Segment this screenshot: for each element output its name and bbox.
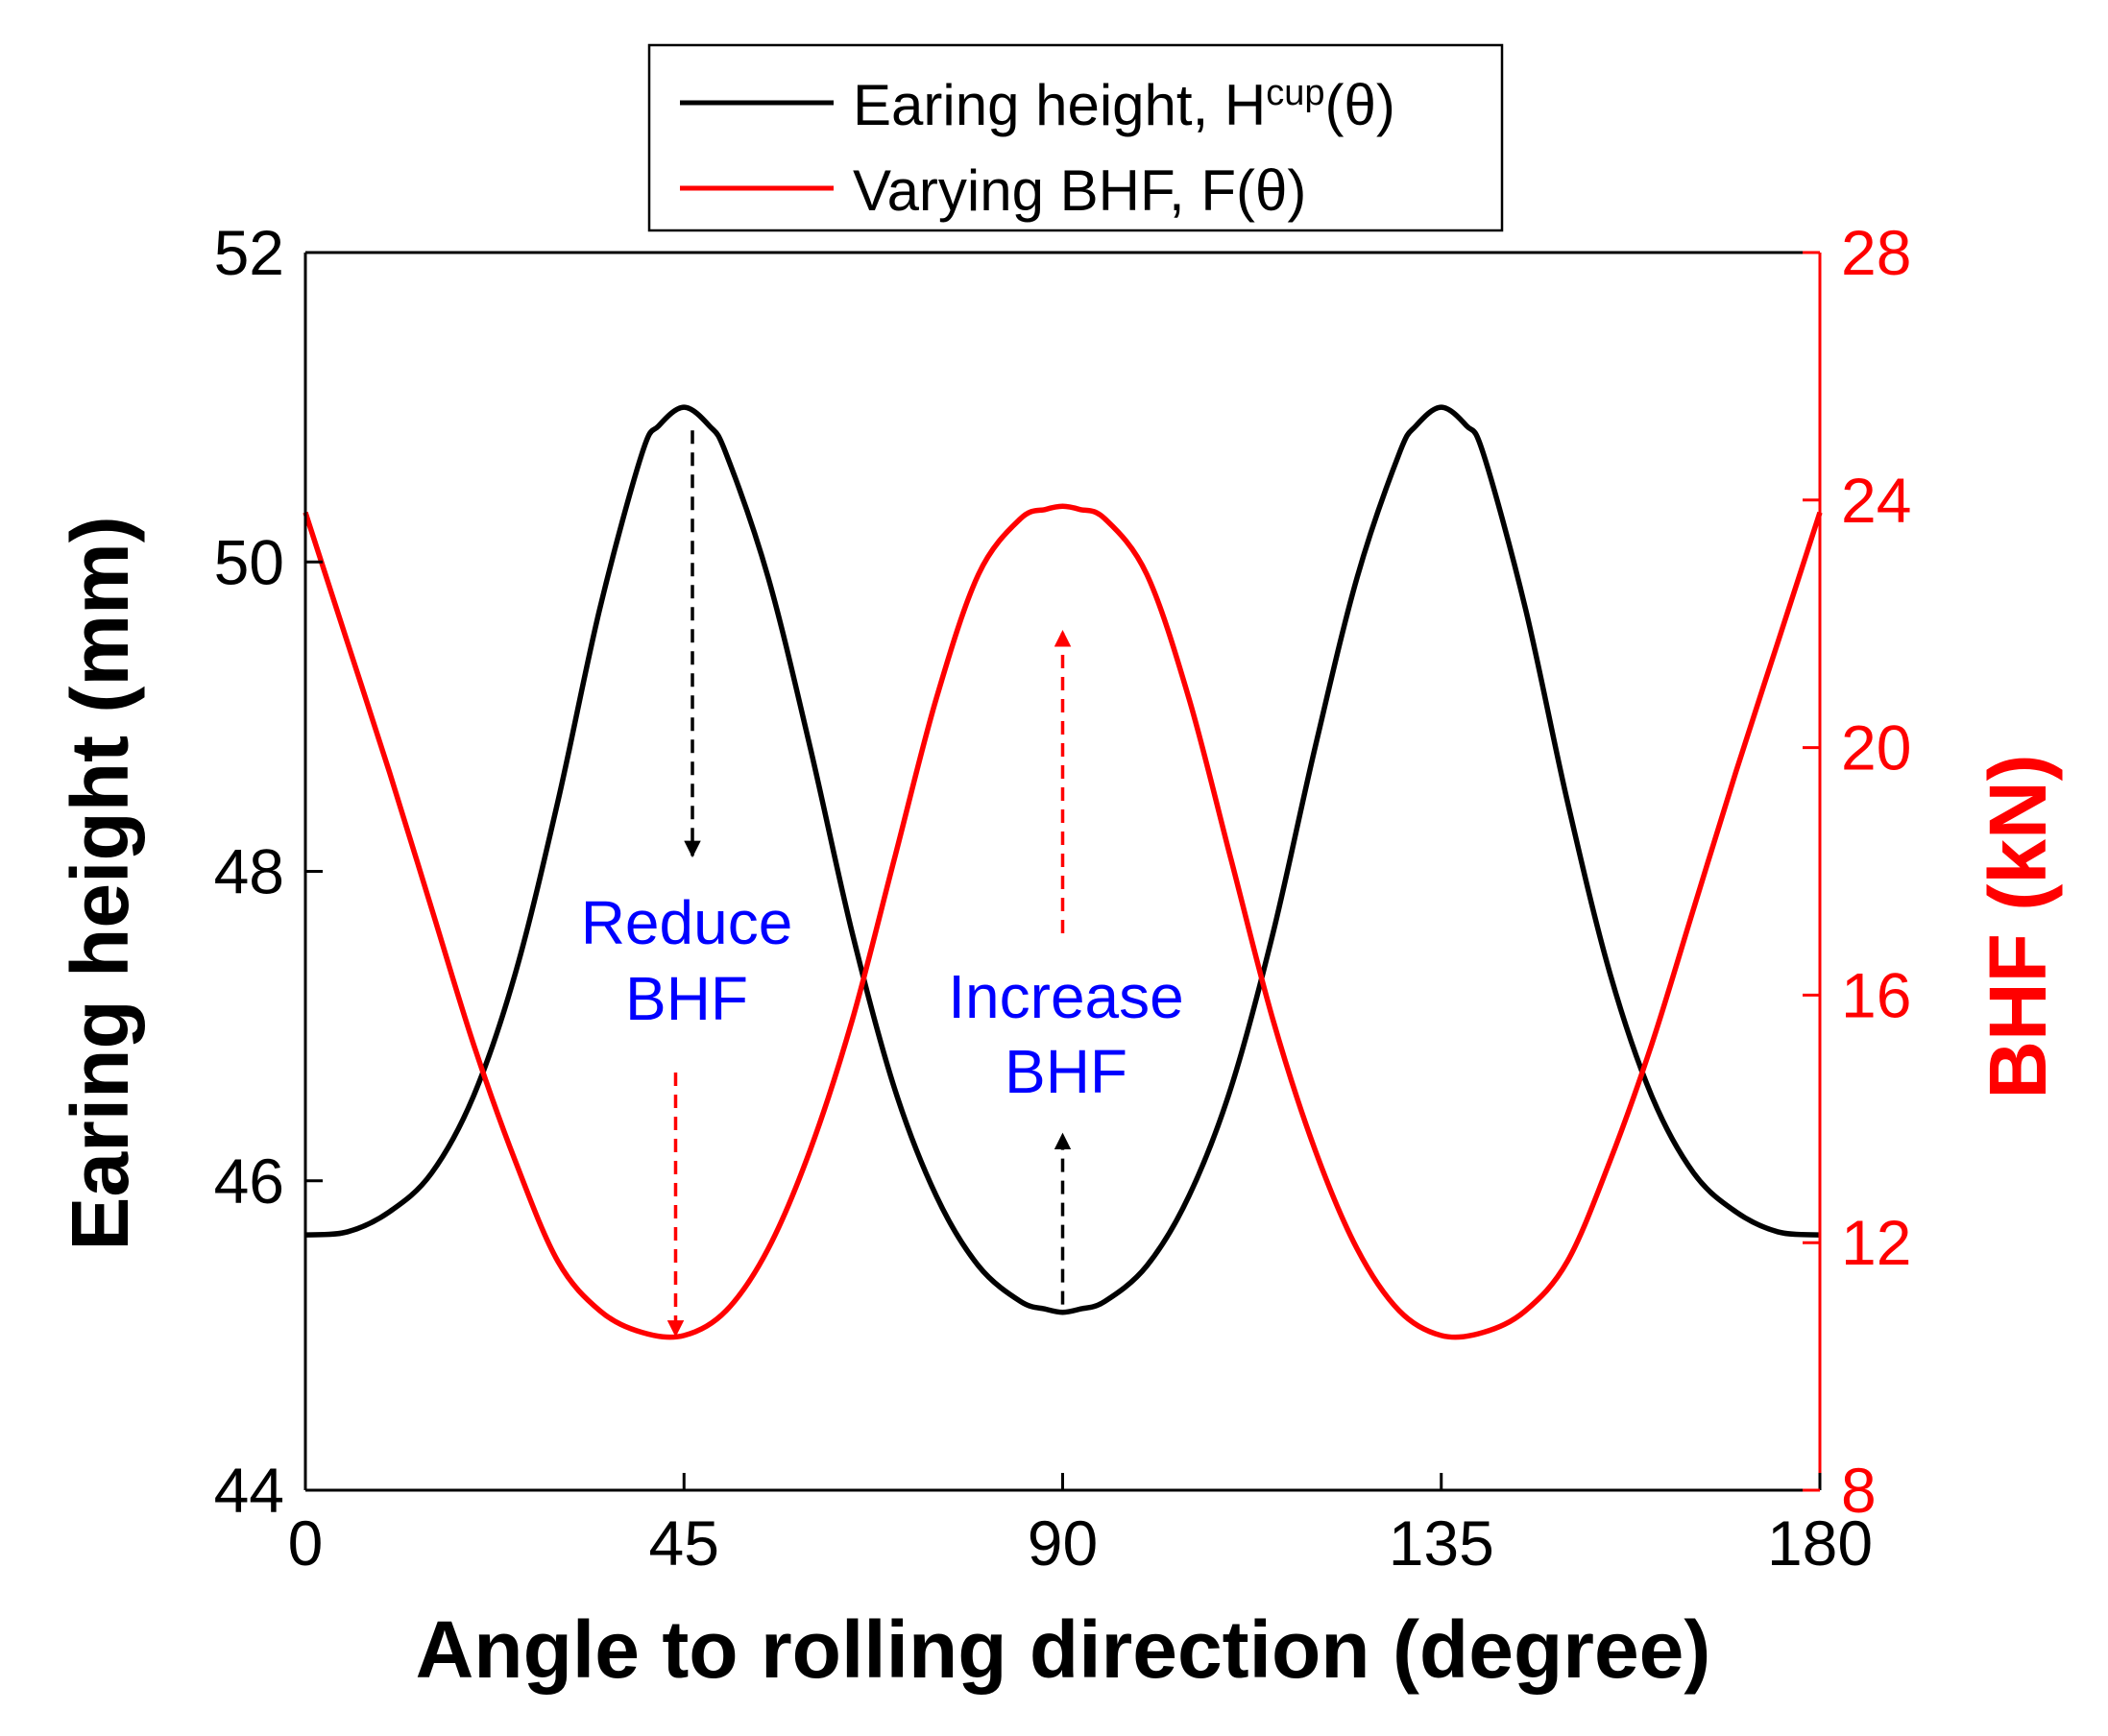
series-line-varying-bhf	[303, 503, 1823, 1340]
x-axis-title: Angle to rolling direction (degree)	[416, 1604, 1711, 1695]
y-left-tick-label: 52	[214, 217, 284, 288]
annotation-reduce-line2: BHF	[625, 964, 748, 1033]
x-tick-label: 135	[1389, 1507, 1494, 1579]
annotation-reduce-line1: Reduce	[581, 888, 793, 957]
y-axis-title-right: BHF (kN)	[1973, 754, 2063, 1098]
y-left-tick-label: 46	[214, 1145, 284, 1217]
y-left-tick-label: 50	[214, 526, 284, 597]
y-right-tick-label: 28	[1841, 217, 1911, 288]
x-tick-label: 90	[1028, 1507, 1098, 1579]
y-right-tick-label: 8	[1841, 1455, 1877, 1526]
annotation-increase-line1: Increase	[948, 962, 1183, 1031]
x-tick-label: 180	[1767, 1507, 1873, 1579]
annotation-increase-line2: BHF	[1005, 1037, 1127, 1106]
y-right-tick-label: 24	[1841, 465, 1911, 536]
y-left-tick-label: 48	[214, 836, 284, 907]
legend: Earing height, Hcup(θ) Varying BHF, F(θ)	[647, 43, 1504, 232]
y-right-tick-label: 20	[1841, 712, 1911, 784]
legend-label-earing-height: Earing height, Hcup(θ)	[853, 73, 1395, 137]
legend-label-varying-bhf: Varying BHF, F(θ)	[853, 158, 1306, 223]
legend-box	[647, 43, 1504, 232]
legend-earing-prefix: Earing height, H	[853, 73, 1266, 137]
y-axis-title-left: Earing height (mm)	[55, 516, 145, 1250]
y-right-tick-label: 16	[1841, 959, 1911, 1030]
plot-area: 0 45 90 135 180 44 46 48 50 52 8 12 16 20 24 28	[214, 217, 1912, 1579]
x-tick-label: 0	[288, 1507, 324, 1579]
y-left-tick-label: 44	[214, 1455, 284, 1526]
legend-earing-sup: cup	[1266, 73, 1324, 113]
x-tick-label: 45	[649, 1507, 719, 1579]
y-right-tick-label: 12	[1841, 1207, 1911, 1278]
series-line-earing-height	[304, 404, 1821, 1315]
legend-earing-suffix: (θ)	[1325, 73, 1395, 137]
